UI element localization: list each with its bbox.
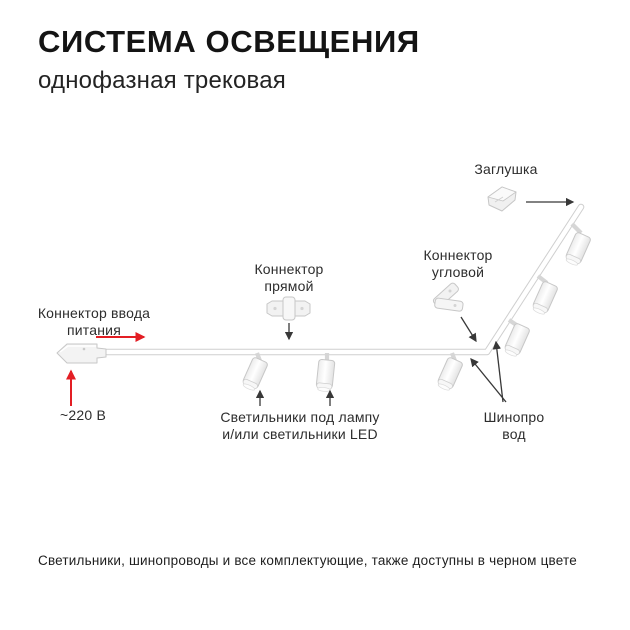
corner-connector-icon bbox=[432, 282, 464, 312]
header: СИСТЕМА ОСВЕЩЕНИЯ однофазная трековая bbox=[38, 24, 420, 95]
page-title: СИСТЕМА ОСВЕЩЕНИЯ bbox=[38, 24, 420, 59]
arrow-corner-connector bbox=[460, 316, 477, 343]
label-corner-connector: Коннектор угловой bbox=[423, 247, 493, 280]
label-power-connector: Коннектор ввода питания bbox=[37, 305, 151, 338]
label-straight-connector: Коннектор прямой bbox=[254, 261, 324, 294]
power-connector-icon bbox=[56, 343, 107, 364]
page-subtitle: однофазная трековая bbox=[38, 67, 286, 94]
label-lights: Светильники под лампу и/или светильники … bbox=[220, 409, 380, 442]
arrow-busbar-1 bbox=[470, 358, 507, 403]
spotlight-icon bbox=[502, 322, 531, 359]
power-arrows bbox=[66, 332, 146, 406]
arrow-busbar-2 bbox=[492, 340, 504, 403]
end-cap-icon bbox=[487, 186, 517, 212]
label-voltage: ~220 В bbox=[60, 407, 106, 423]
label-busbar: Шинопро вод bbox=[483, 409, 545, 442]
pointer-arrows bbox=[255, 197, 575, 406]
footer-note: Светильники, шинопроводы и все комплекту… bbox=[38, 553, 577, 568]
spotlight-icon bbox=[240, 356, 269, 393]
track-busbar bbox=[103, 203, 585, 356]
spotlight-icon bbox=[435, 356, 464, 393]
spotlight-icon bbox=[563, 231, 592, 268]
label-end-cap: Заглушка bbox=[474, 161, 538, 177]
spotlight-icon bbox=[530, 280, 559, 317]
spotlight-icon bbox=[315, 358, 336, 393]
straight-connector-icon bbox=[266, 296, 311, 321]
